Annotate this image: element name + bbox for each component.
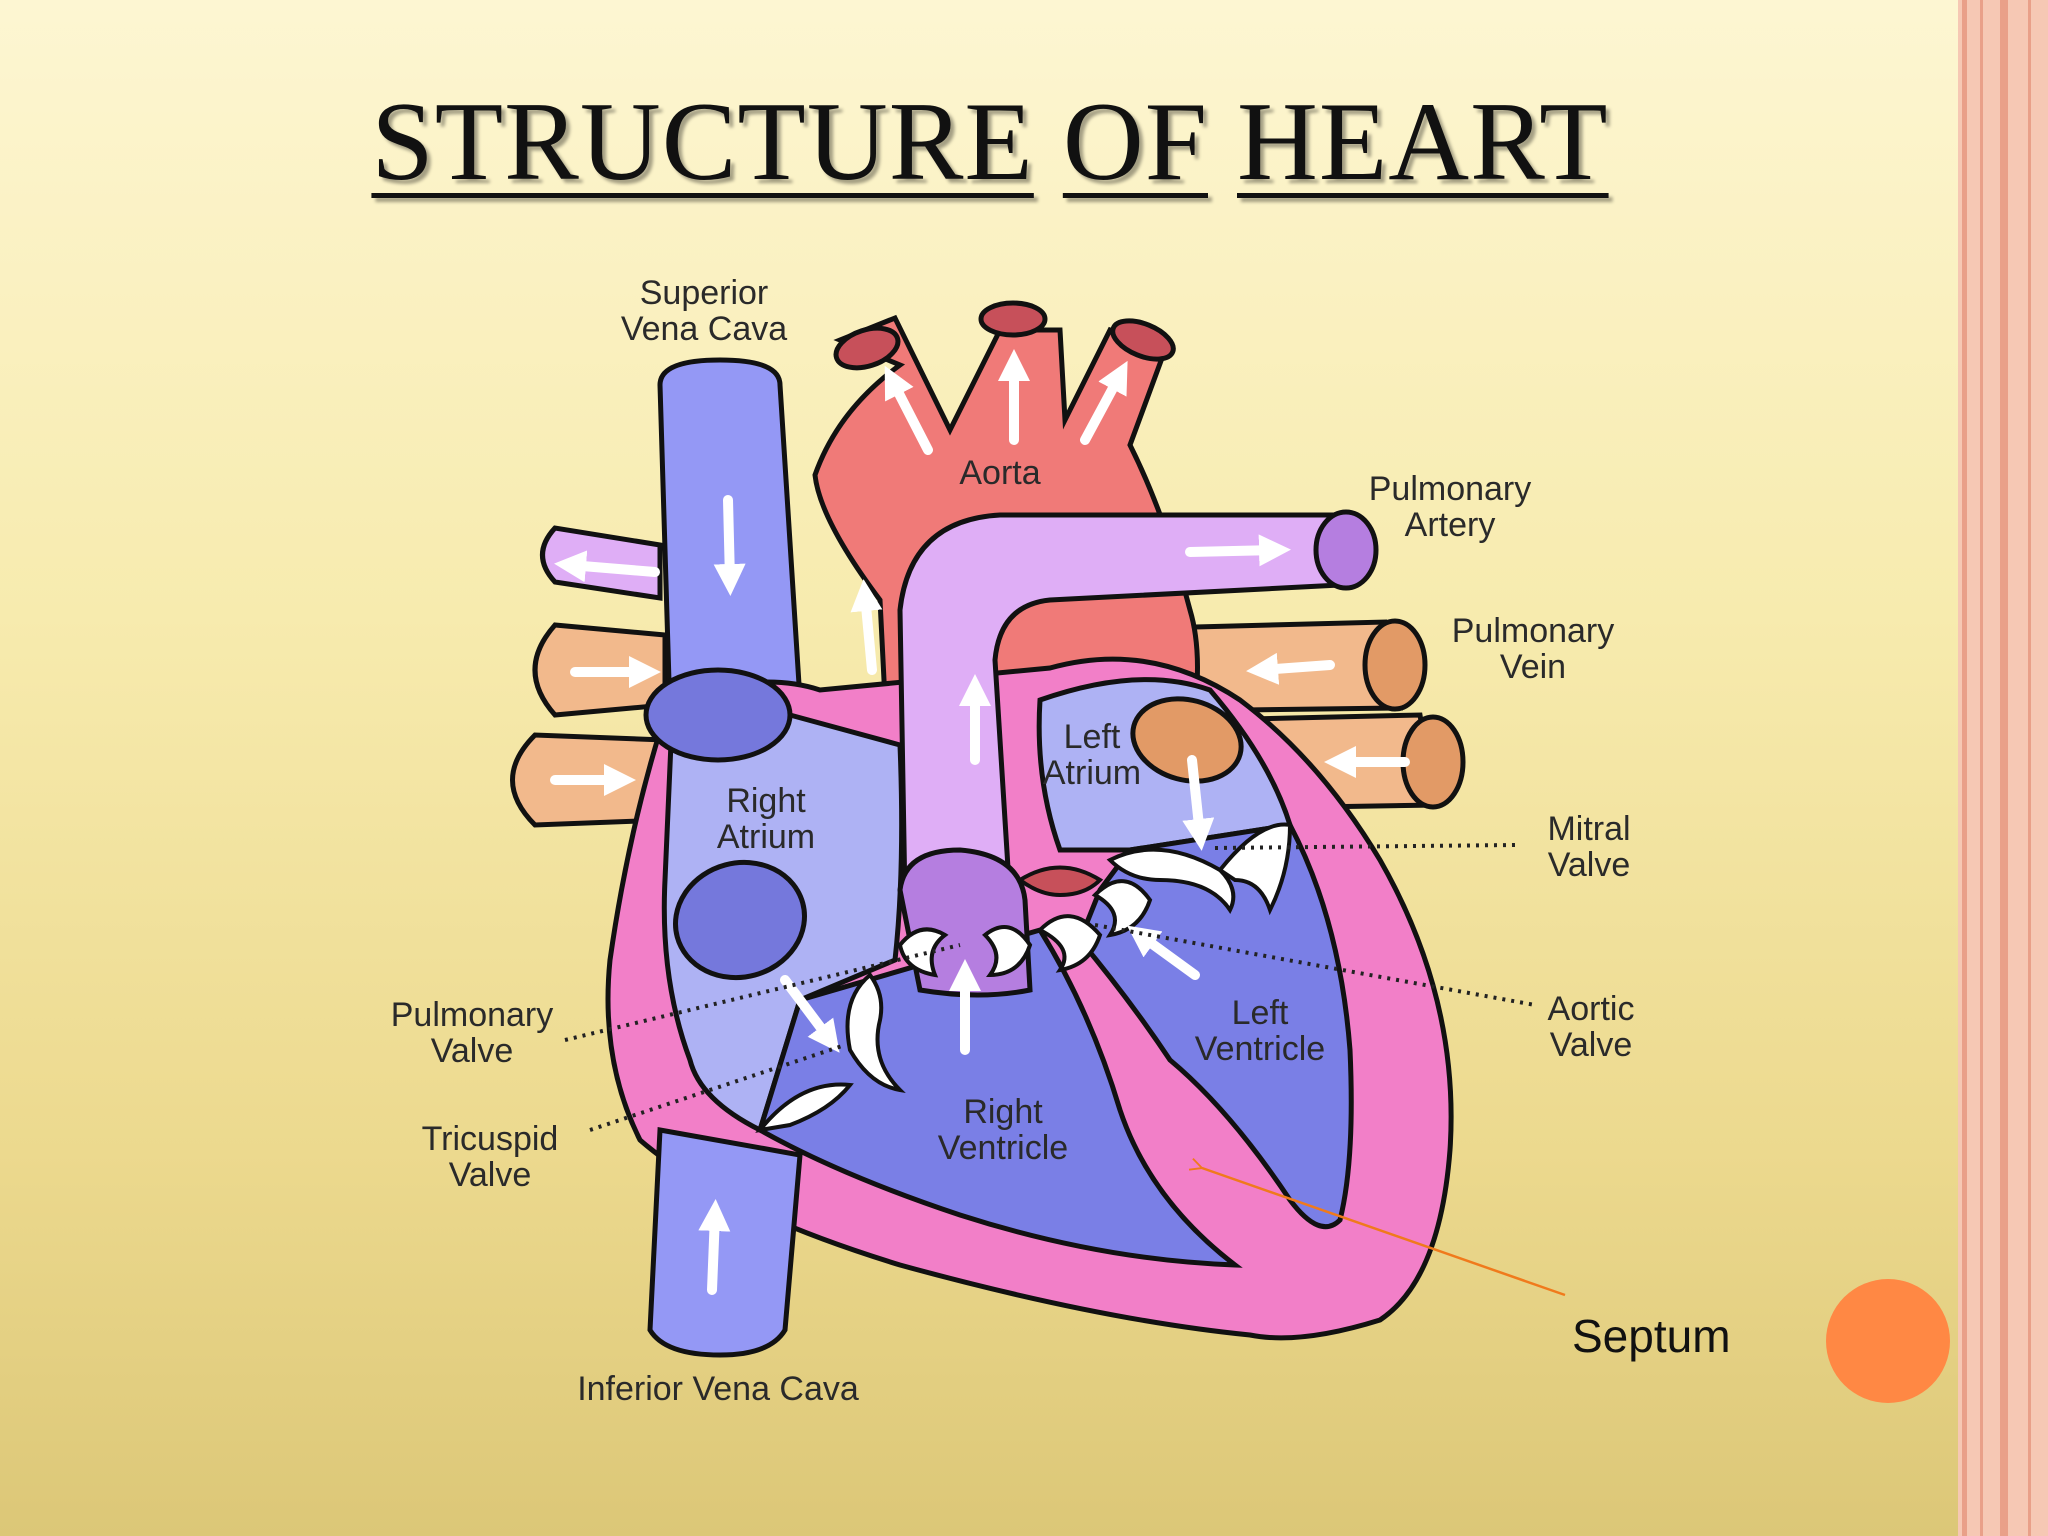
leader-lines xyxy=(564,843,1536,1132)
label-aortic-valve-1: Aortic xyxy=(1548,990,1635,1028)
label-right-atrium-1: Right xyxy=(726,782,806,820)
septum-pointer xyxy=(1202,1168,1566,1297)
label-tricuspid-valve-2: Valve xyxy=(449,1156,532,1194)
blood-flow-arrows xyxy=(550,348,1410,1295)
label-mitral-valve-2: Valve xyxy=(1548,846,1631,884)
label-superior-vena-cava-2: Vena Cava xyxy=(621,310,787,348)
label-inferior-vena-cava: Inferior Vena Cava xyxy=(577,1370,859,1408)
label-mitral-valve-1: Mitral xyxy=(1547,810,1630,848)
border-stripe-line-3 xyxy=(2000,0,2008,1536)
label-pulmonary-artery-2: Artery xyxy=(1405,506,1496,544)
label-aorta: Aorta xyxy=(959,454,1040,492)
label-pulmonary-vein-1: Pulmonary xyxy=(1452,612,1615,650)
label-pulmonary-valve-2: Valve xyxy=(431,1032,514,1070)
label-pulmonary-valve-1: Pulmonary xyxy=(391,996,554,1034)
border-stripe-line-2 xyxy=(1980,0,1983,1536)
diagram-labels: Superior Vena Cava Aorta Pulmonary Arter… xyxy=(391,274,1731,1408)
label-left-atrium-1: Left xyxy=(1064,718,1121,756)
title-word-of: OF xyxy=(1062,80,1208,204)
label-pulmonary-artery-1: Pulmonary xyxy=(1369,470,1532,508)
border-stripe-line-4 xyxy=(2028,0,2031,1536)
title-word-heart: HEART xyxy=(1237,80,1609,204)
title-word-structure: STRUCTURE xyxy=(371,80,1034,204)
label-left-ventricle-1: Left xyxy=(1232,994,1289,1032)
accent-circle xyxy=(1826,1279,1950,1403)
label-septum: Septum xyxy=(1572,1310,1731,1362)
inferior-vena-cava xyxy=(647,1127,803,1358)
label-right-ventricle-1: Right xyxy=(963,1093,1043,1131)
heart-valves xyxy=(755,822,1293,1133)
label-right-atrium-2: Atrium xyxy=(717,818,815,856)
label-pulmonary-vein-2: Vein xyxy=(1500,648,1566,686)
label-tricuspid-valve-1: Tricuspid xyxy=(422,1120,559,1158)
label-left-atrium-2: Atrium xyxy=(1043,754,1141,792)
page-title: STRUCTURE OF HEART xyxy=(0,78,1980,207)
label-right-ventricle-2: Ventricle xyxy=(938,1129,1068,1167)
label-aortic-valve-2: Valve xyxy=(1550,1026,1633,1064)
label-superior-vena-cava-1: Superior xyxy=(640,274,769,312)
label-left-ventricle-2: Ventricle xyxy=(1195,1030,1325,1068)
border-stripe-line-1 xyxy=(1962,0,1967,1536)
